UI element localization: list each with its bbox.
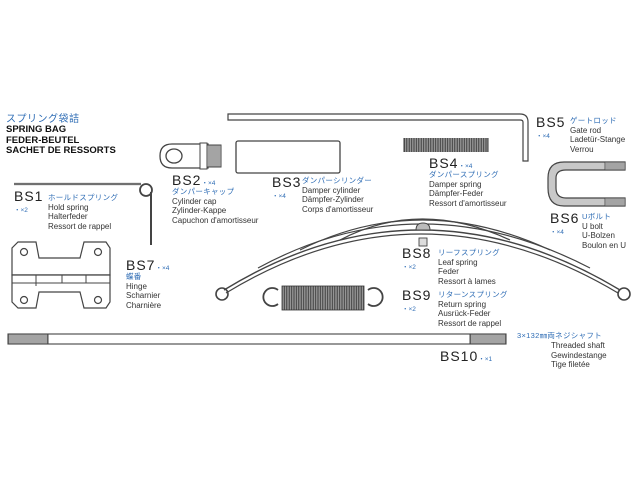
part-name-fr: Boulon en U (582, 240, 627, 250)
part-name-de: Dämpfer-Feder (429, 189, 484, 198)
part-name-de: Scharnier (126, 291, 161, 300)
part-name-fr: Ressort à lames (438, 276, 496, 286)
part-qty: ・×2 (402, 264, 416, 271)
part-name-en: Leaf spring (438, 257, 478, 267)
damper-cylinder-icon (235, 140, 341, 174)
part-qty: ・×4 (155, 265, 170, 272)
cylinder-cap-icon (159, 142, 222, 170)
part-name-fr: Verrou (570, 144, 594, 154)
part-qty: ・×4 (550, 229, 564, 236)
part-name-de: Zylinder-Kappe (172, 206, 227, 215)
gate-rod-icon (227, 113, 529, 162)
part-bs6: BS6 ・×4 (550, 210, 579, 236)
part-bs9-desc: リターンスプリング Return spring Ausrück-Feder Re… (438, 290, 508, 328)
part-code: BS1 (14, 188, 44, 204)
title-jp: スプリング袋詰 (6, 114, 80, 125)
part-name-en: Hinge (126, 281, 147, 291)
part-name-fr: Corps d'amortisseur (302, 204, 374, 214)
part-name-en: Cylinder cap (172, 196, 217, 206)
part-name-fr: Ressort d'amortisseur (429, 198, 507, 208)
part-name-en: Return spring (438, 299, 487, 309)
part-code: BS7 (126, 257, 156, 273)
part-name-jp: ゲートロッド (570, 116, 617, 125)
part-name-de: Ladetür-Stange (570, 135, 626, 144)
part-name-de: Dämpfer-Zylinder (302, 195, 364, 204)
part-qty: ・×2 (14, 207, 28, 214)
part-qty: ・×2 (402, 306, 416, 313)
part-name-en: Damper spring (429, 179, 482, 189)
part-name-jp: リターンスプリング (438, 290, 508, 299)
part-name-fr: Charnière (126, 300, 162, 310)
part-bs7-desc: 蝶番 Hinge Scharnier Charnière (126, 272, 161, 310)
part-name-en: Hold spring (48, 202, 89, 212)
part-name-jp: 3×132㎜両ネジシャフト (517, 331, 602, 340)
part-name-en: U bolt (582, 221, 603, 231)
title-de: FEDER-BEUTEL (6, 134, 80, 146)
part-name-de: Ausrück-Feder (438, 309, 491, 318)
part-bs1: BS1 ・×2 (14, 188, 43, 214)
part-bs8-desc: リーフスプリング Leaf spring Feder Ressort à lam… (438, 248, 500, 286)
part-qty: ・×4 (272, 193, 286, 200)
bag-title: スプリング袋詰 SPRING BAG FEDER-BEUTEL SACHET D… (6, 110, 116, 157)
part-code: BS4 (429, 155, 459, 171)
part-code: BS3 (272, 174, 302, 190)
part-name-jp: ダンパーキャップ (172, 187, 235, 196)
hinge-icon (11, 241, 111, 309)
part-bs10-desc: Threaded shaft Gewindestange Tige fileté… (551, 341, 607, 370)
part-bs9: BS9 ・×2 (402, 287, 431, 313)
part-name-en: Threaded shaft (551, 341, 605, 350)
part-name-jp: 蝶番 (126, 272, 142, 281)
u-bolt-icon (547, 161, 626, 207)
part-name-fr: Ressort de rappel (48, 221, 112, 231)
part-bs7: BS7・×4 (126, 257, 169, 275)
part-code: BS2 (172, 172, 202, 188)
hold-spring-icon (14, 182, 153, 245)
part-bs5-desc: ゲートロッド Gate rod Ladetür-Stange Verrou (570, 116, 625, 154)
part-code: BS10 (440, 348, 479, 364)
part-name-de: Feder (438, 267, 459, 276)
part-bs3: BS3 ・×4 (272, 174, 301, 200)
part-name-de: U-Bolzen (582, 231, 615, 240)
part-name-en: Damper cylinder (302, 185, 361, 195)
part-name-de: Halterfeder (48, 212, 88, 221)
part-name-fr: Tige filetée (551, 360, 590, 369)
part-qty: ・×4 (201, 180, 216, 187)
part-name-de: Gewindestange (551, 350, 607, 360)
part-bs1-desc: ホールドスプリング Hold spring Halterfeder Ressor… (48, 193, 118, 231)
part-bs5: BS5 ・×4 (536, 114, 565, 140)
part-bs8: BS8 ・×2 (402, 245, 431, 271)
part-qty: ・×4 (458, 163, 473, 170)
threaded-shaft-icon (7, 333, 507, 345)
part-bs2-desc: ダンパーキャップ Cylinder cap Zylinder-Kappe Cap… (172, 187, 258, 225)
part-qty: ・×1 (478, 356, 493, 363)
part-name-jp: リーフスプリング (438, 248, 500, 257)
part-code: BS5 (536, 114, 566, 130)
leaf-spring-icon (215, 218, 631, 301)
return-spring-icon (262, 285, 384, 311)
part-code: BS8 (402, 245, 432, 261)
part-name-jp: ダンパーシリンダー (302, 176, 373, 185)
part-bs3-desc: ダンパーシリンダー Damper cylinder Dämpfer-Zylind… (302, 176, 373, 214)
title-fr: SACHET DE RESSORTS (6, 145, 116, 156)
part-name-fr: Capuchon d'amortisseur (172, 215, 259, 225)
part-bs2: BS2・×4 (172, 172, 215, 190)
part-name-jp: ダンパースプリング (429, 170, 499, 179)
part-name-fr: Ressort de rappel (438, 318, 502, 328)
part-name-en: Gate rod (570, 125, 602, 135)
part-bs4-desc: ダンパースプリング Damper spring Dämpfer-Feder Re… (429, 170, 507, 208)
part-bs4: BS4・×4 (429, 155, 472, 173)
part-qty: ・×4 (536, 133, 550, 140)
part-bs10: BS10・×1 (440, 348, 492, 366)
damper-spring-icon (403, 138, 489, 152)
part-code: BS6 (550, 210, 580, 226)
part-bs6-desc: Uボルト U bolt U-Bolzen Boulon en U (582, 212, 626, 250)
part-code: BS9 (402, 287, 432, 303)
part-name-jp: ホールドスプリング (48, 193, 119, 202)
part-name-jp: Uボルト (582, 212, 612, 221)
title-en: SPRING BAG (6, 124, 67, 135)
